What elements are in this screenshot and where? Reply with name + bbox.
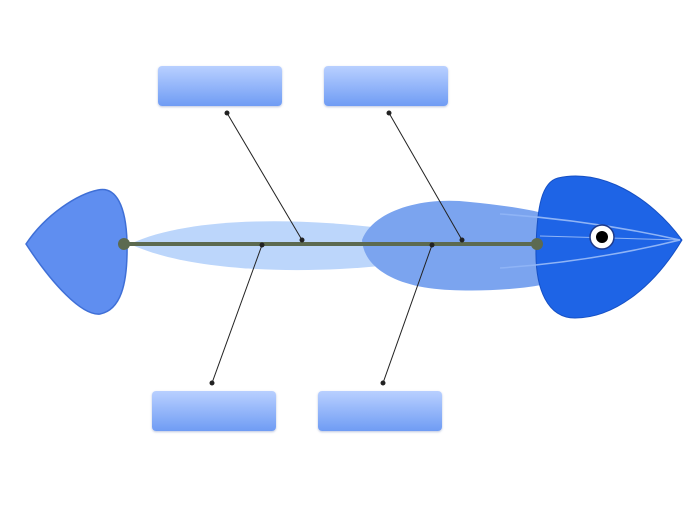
connector-dot bbox=[209, 380, 215, 386]
connector-dot bbox=[459, 237, 465, 243]
connector-dot bbox=[299, 237, 305, 243]
cause-box-top-right bbox=[324, 66, 448, 106]
connector-bottom-left bbox=[211, 244, 263, 384]
connector-dot bbox=[429, 242, 435, 248]
head-highlight-line bbox=[499, 213, 681, 241]
connector-dot bbox=[386, 110, 392, 116]
connector-dot bbox=[380, 380, 386, 386]
connector-bottom-right bbox=[382, 244, 433, 384]
connector-top-left bbox=[226, 112, 303, 241]
cause-box-top-left bbox=[158, 66, 282, 106]
connector-top-right bbox=[388, 112, 463, 241]
cause-box-bottom-left bbox=[152, 391, 276, 431]
spine-end-head bbox=[531, 238, 543, 250]
fish-tail bbox=[25, 188, 128, 315]
head-highlight-line bbox=[499, 239, 681, 269]
cause-box-bottom-right bbox=[318, 391, 442, 431]
connector-dot bbox=[259, 242, 265, 248]
connector-dot bbox=[224, 110, 230, 116]
fish-pupil bbox=[596, 231, 608, 243]
spine-end-tail bbox=[118, 238, 130, 250]
